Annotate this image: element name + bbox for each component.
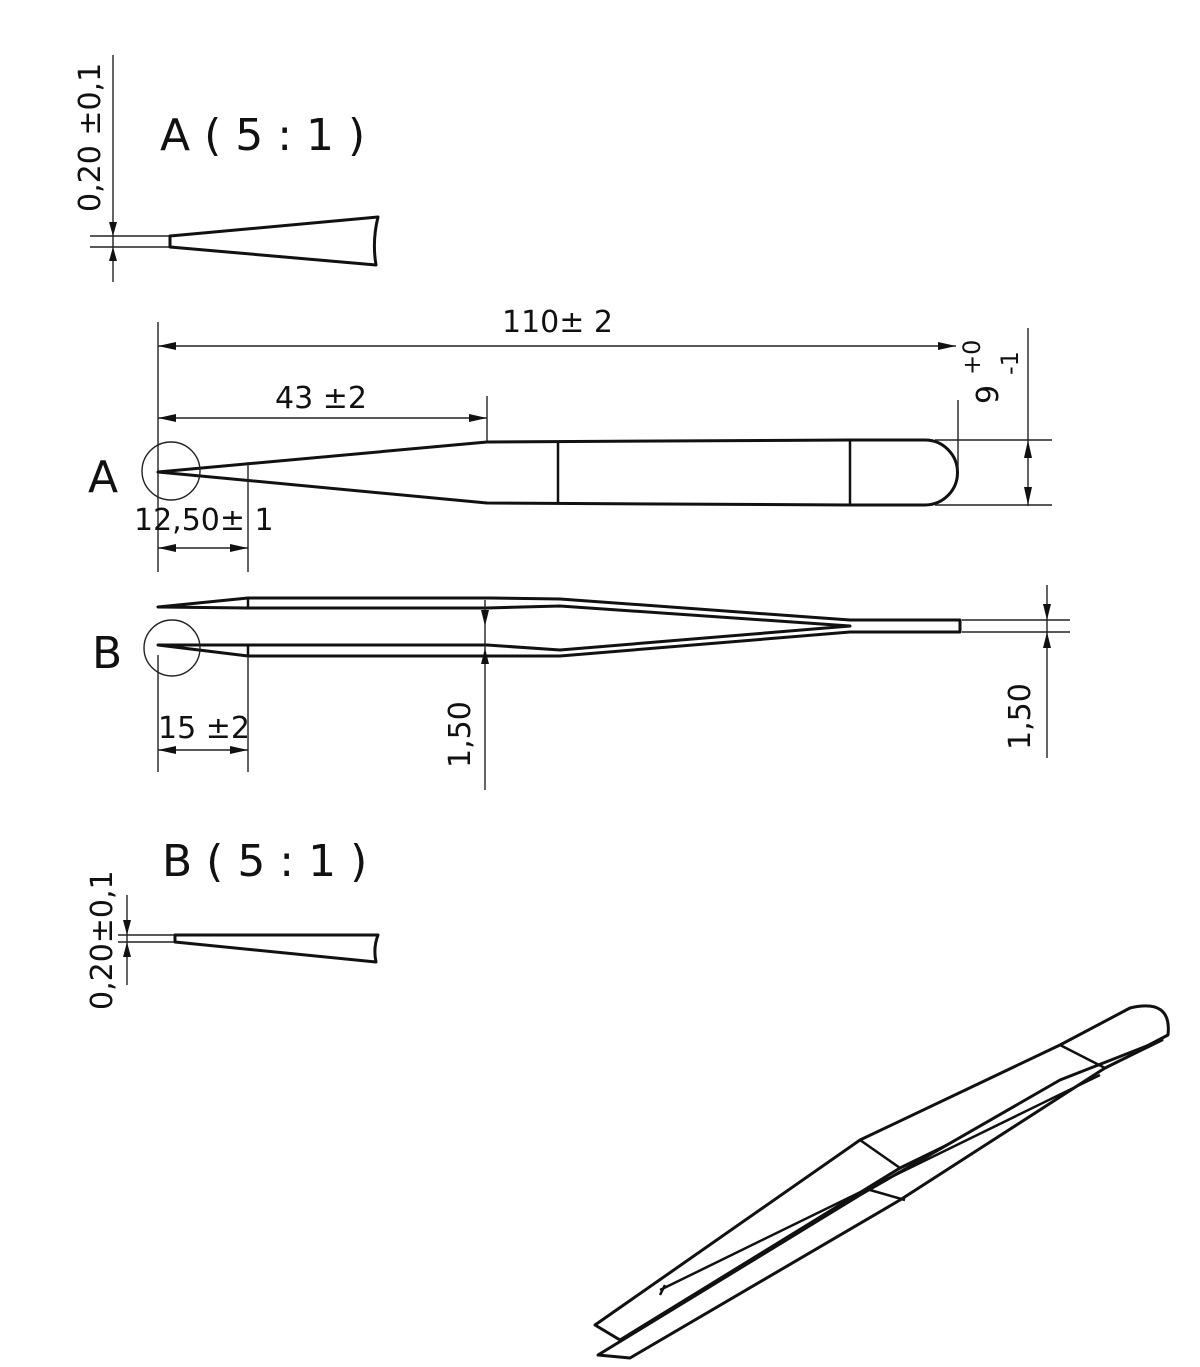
detail-a-title: A ( 5 : 1 ) [160,110,365,161]
detail-b-marker [143,619,201,677]
width-nominal: 9 [971,385,1006,404]
detail-b-tip-thickness: 0,20±0,1 [85,870,120,1010]
tweezers-side-view [156,596,962,658]
mid-thickness-dimension: 1,50 [443,701,478,768]
width-tolerance-lower: -1 [996,351,1024,375]
view-b-label: B [92,628,122,679]
end-thickness-dimension: 1,50 [1003,683,1038,750]
detail-a-marker [141,441,201,501]
detail-b: B ( 5 : 1 ) 0,20±0,1 [85,836,380,1010]
detail-b-title: B ( 5 : 1 ) [162,836,367,887]
width-tolerance-upper: +0 [958,340,986,375]
taper-length-dimension: 43 ±2 [275,381,367,416]
overall-length-dimension: 110± 2 [502,305,613,340]
view-a: A 110± 2 43 ±2 12,50± 1 9 +0 -1 [88,305,1052,572]
tip-b-profile [173,933,380,964]
detail-a-tip-thickness: 0,20 ±0,1 [73,63,108,212]
tip-a-profile [168,215,380,267]
b-tip-length-dimension: 15 ±2 [158,711,250,746]
view-b: B 15 ±2 1,50 1,50 [92,585,1070,790]
view-a-label: A [88,452,118,503]
detail-a: A ( 5 : 1 ) 0,20 ±0,1 [73,55,380,282]
tip-length-dimension: 12,50± 1 [134,503,274,538]
isometric-view [593,1004,1170,1360]
